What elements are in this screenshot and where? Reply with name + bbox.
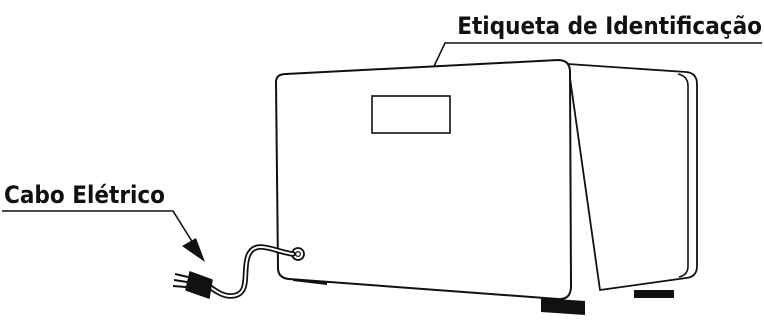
identification-tag-label: Etiqueta de Identificação	[457, 12, 762, 40]
power-plug-body	[185, 271, 213, 299]
power-plug-pin-1	[174, 273, 189, 278]
cabinet-back-panel	[567, 63, 698, 291]
power-plug-pin-3	[172, 285, 187, 288]
cabinet-side-edge	[677, 73, 689, 278]
power-plug-pin-2	[173, 279, 188, 283]
cable-gland-inner	[295, 251, 302, 258]
power-cable-callout: Cabo Elétrico	[2, 181, 205, 262]
cabinet-foot-back-right	[634, 290, 674, 298]
cabinet-front-face	[275, 59, 572, 301]
identification-tag	[371, 95, 451, 134]
power-cable	[203, 244, 296, 299]
equipment-cabinet	[275, 59, 698, 315]
power-cable-arrowhead	[182, 238, 205, 262]
power-cable-wire-inner	[205, 245, 294, 298]
power-cable-label: Cabo Elétrico	[4, 181, 165, 209]
power-cable-leader-line	[2, 210, 194, 244]
power-plug	[172, 271, 213, 299]
cabinet-foot-front-right	[541, 298, 585, 315]
